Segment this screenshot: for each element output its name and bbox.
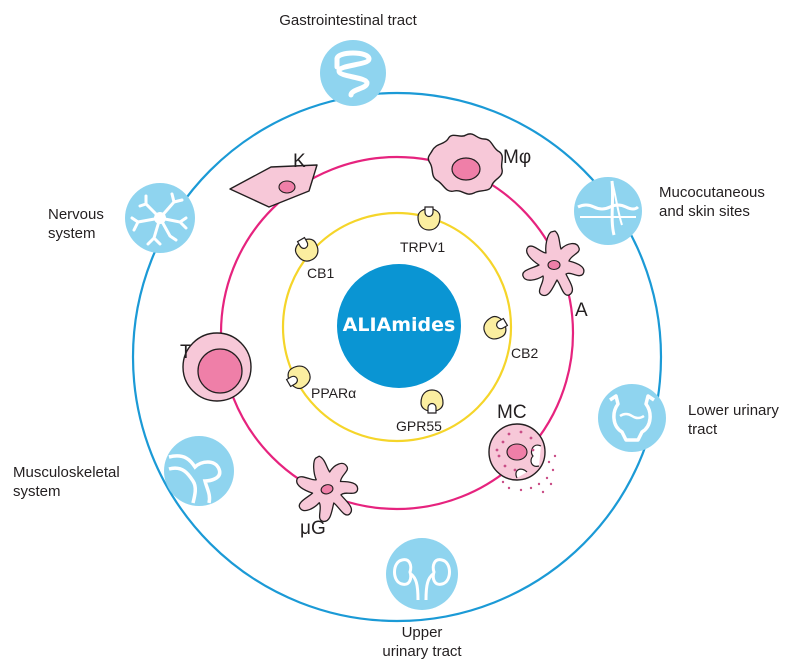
organ-label-line: Upper — [401, 624, 443, 641]
cell-label-macrophage: Mφ — [503, 147, 532, 168]
macrophage-icon — [427, 133, 503, 195]
outer-ring-organs — [131, 91, 663, 623]
cell-label-microglia: μG — [300, 518, 326, 539]
organ-label-line: tract — [688, 421, 718, 438]
astrocyte-icon — [522, 230, 585, 297]
organ-label-line: Mucocutaneous — [659, 184, 765, 201]
organ-label-musculoskeletal: Musculoskeletal system — [13, 463, 120, 501]
receptor-icon — [290, 233, 323, 266]
core-label: ALIAmides — [342, 314, 456, 336]
receptor-icon — [282, 361, 315, 394]
receptor-label-cb2: CB2 — [511, 345, 539, 361]
cell-label-keratinocyte: K — [293, 151, 306, 172]
neuron-icon — [125, 183, 195, 253]
organ-label-line: Musculoskeletal — [13, 464, 120, 481]
intestine-icon — [320, 40, 386, 106]
receptor-label-cb1: CB1 — [307, 265, 335, 281]
skin-hair-follicle-icon — [574, 177, 642, 245]
cell-label-t-cell: T — [180, 342, 192, 363]
aliamides-core — [337, 264, 461, 388]
receptor-icon — [417, 206, 441, 231]
organ-label-line: system — [48, 225, 96, 242]
t-cell-icon — [182, 332, 252, 402]
organ-label-line: system — [13, 483, 61, 500]
mast-cell-icon — [488, 423, 557, 494]
receptor-icon — [479, 311, 512, 344]
inner-ring-receptors — [281, 211, 513, 443]
joint-icon — [164, 436, 234, 506]
organ-label-upper-urinary: Upper urinary tract — [354, 623, 490, 661]
organ-label-line: Nervous — [48, 206, 104, 223]
organ-label-gastrointestinal: Gastrointestinal tract — [279, 12, 417, 29]
cell-label-astrocyte: A — [575, 300, 588, 321]
cell-label-mast-cell: MC — [497, 402, 527, 423]
receptor-icon — [420, 389, 444, 414]
organ-label-line: and skin sites — [659, 203, 750, 220]
organ-label-nervous: Nervous system — [48, 205, 104, 243]
receptor-label-ppar-alpha: PPARα — [311, 385, 357, 401]
keratinocyte-icon — [229, 164, 318, 208]
organ-label-lower-urinary: Lower urinary tract — [688, 401, 779, 439]
receptor-label-gpr55: GPR55 — [396, 418, 442, 434]
bladder-icon — [598, 384, 666, 452]
organ-label-mucocutaneous: Mucocutaneous and skin sites — [659, 183, 765, 221]
receptor-label-trpv1: TRPV1 — [400, 239, 446, 255]
organ-label-line: urinary tract — [382, 643, 462, 660]
kidneys-icon — [386, 538, 458, 610]
organ-label-line: Lower urinary — [688, 402, 779, 419]
microglia-icon — [287, 448, 365, 528]
